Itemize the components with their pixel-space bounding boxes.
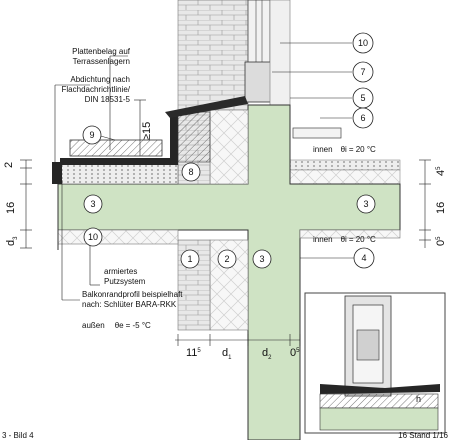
interior-insulation bbox=[289, 169, 401, 185]
inset-height-label: h bbox=[416, 394, 421, 404]
callout-7: 7 bbox=[352, 61, 374, 83]
dim-vertical-ge15: ≥15 bbox=[141, 122, 153, 140]
footer-left: 3 - Bild 4 bbox=[2, 431, 34, 440]
svg-text:6: 6 bbox=[360, 113, 365, 123]
dim-bottom-d2: d2 bbox=[262, 347, 272, 361]
svg-text:10: 10 bbox=[358, 38, 368, 48]
svg-text:4: 4 bbox=[361, 253, 366, 263]
dim-right-0: 05 bbox=[435, 236, 447, 246]
callout-3-interior: 3 bbox=[356, 194, 376, 214]
facade-brick-wall bbox=[177, 0, 249, 111]
insulation-layer-d1 bbox=[209, 109, 249, 185]
label-abdichtung-line1: Abdichtung nach bbox=[70, 75, 130, 84]
upturn-membrane bbox=[170, 112, 178, 164]
svg-text:3: 3 bbox=[90, 199, 95, 209]
interior-underside-insulation bbox=[299, 229, 401, 239]
dim-right-4: 45 bbox=[435, 166, 447, 176]
callout-4: 4 bbox=[353, 247, 375, 269]
label-abdichtung-line3: DIN 18531-5 bbox=[85, 95, 131, 104]
label-abdichtung-line2: Flachdachrichtlinie/ bbox=[62, 85, 131, 94]
window-sill-sheet bbox=[165, 96, 248, 118]
dim-left-2: 2 bbox=[3, 162, 15, 168]
svg-text:9: 9 bbox=[89, 130, 94, 140]
label-profil-line1: Balkonrandprofil beispielhaft bbox=[82, 290, 183, 299]
upturn-insulation bbox=[177, 111, 211, 163]
svg-text:7: 7 bbox=[360, 67, 365, 77]
dim-bottom-d1: d1 bbox=[222, 347, 232, 361]
callout-1: 1 bbox=[180, 249, 200, 269]
callout-8: 8 bbox=[181, 162, 201, 182]
inner-wall-upper bbox=[269, 0, 291, 106]
svg-text:3: 3 bbox=[363, 199, 368, 209]
label-putz-line1: armiertes bbox=[104, 267, 137, 276]
svg-text:1: 1 bbox=[187, 254, 192, 264]
footer-right: 16 Stand 1/16 bbox=[398, 431, 448, 440]
interior-equipment-box bbox=[292, 127, 342, 139]
label-putz-line2: Putzsystem bbox=[104, 277, 146, 286]
callout-2: 2 bbox=[217, 249, 237, 269]
dim-bottom-0: 05 bbox=[290, 347, 300, 359]
dimension-lines bbox=[20, 99, 431, 346]
terrace-gravel-bed bbox=[57, 163, 179, 185]
callout-5: 5 bbox=[352, 87, 374, 109]
callout-9: 9 bbox=[82, 125, 102, 145]
balcony-edge-profile bbox=[52, 162, 62, 184]
waterproofing-membrane bbox=[60, 158, 178, 165]
callout-3-column: 3 bbox=[252, 249, 272, 269]
dim-left-d3: d3 bbox=[5, 236, 19, 246]
svg-text:2: 2 bbox=[224, 254, 229, 264]
callout-6: 6 bbox=[352, 107, 374, 129]
svg-text:3: 3 bbox=[259, 254, 264, 264]
label-plattenbelag-line1: Plattenbelag auf bbox=[72, 47, 131, 56]
svg-text:5: 5 bbox=[360, 93, 365, 103]
label-profil-line2: nach: Schlüter BARA-RKK bbox=[82, 300, 177, 309]
callout-10: 10 bbox=[83, 227, 103, 247]
dim-bottom-11: 115 bbox=[186, 347, 201, 359]
interior-screed bbox=[289, 159, 401, 171]
callout-3-balcony: 3 bbox=[83, 194, 103, 214]
dim-right-16: 16 bbox=[435, 202, 447, 214]
svg-text:8: 8 bbox=[188, 167, 193, 177]
callout-11: 10 bbox=[352, 32, 374, 54]
dim-left-16: 16 bbox=[5, 202, 17, 214]
balcony-underside-insulation bbox=[57, 229, 179, 245]
terrace-paving-slab bbox=[69, 139, 163, 157]
label-plattenbelag-line2: Terrassenlagern bbox=[73, 57, 130, 66]
svg-text:10: 10 bbox=[88, 232, 98, 242]
